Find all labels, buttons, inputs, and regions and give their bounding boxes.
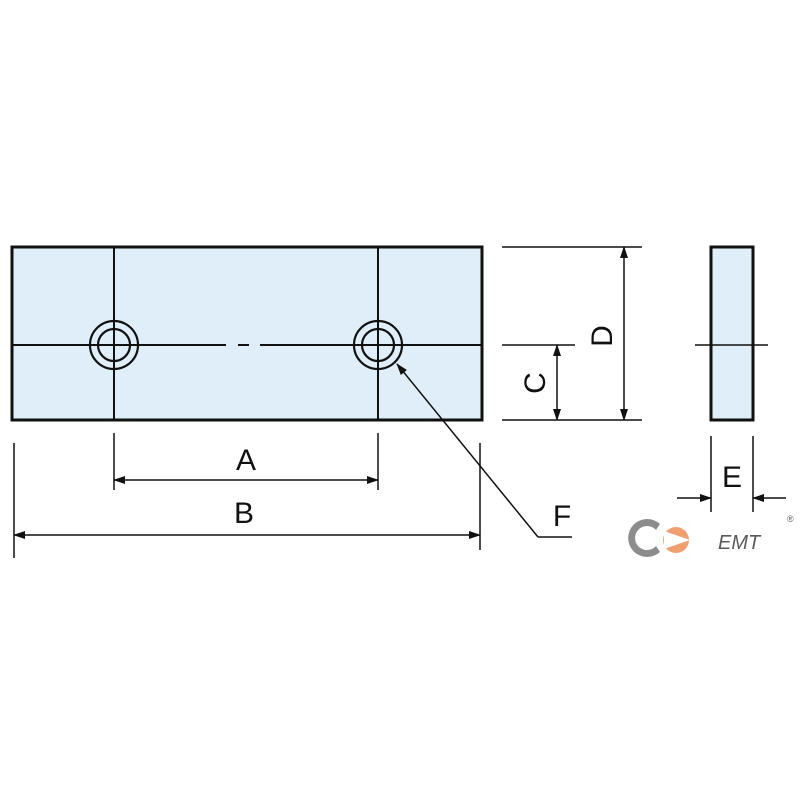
dimension-c-d: C D [502, 246, 642, 421]
leader-f: F [396, 363, 572, 538]
logo-registered-mark: ® [787, 514, 794, 524]
logo-text: EMT [718, 532, 762, 554]
block-side-outline [709, 245, 755, 422]
dimension-a: A [113, 433, 379, 490]
dimension-a-label: A [236, 444, 256, 477]
dimension-d-label: D [586, 325, 619, 347]
dimension-b-label: B [234, 497, 254, 530]
dimension-b: B [13, 443, 481, 558]
block-front-outline [10, 245, 484, 422]
front-view [10, 245, 484, 422]
emt-logo: EMT ® [628, 514, 794, 557]
side-view [695, 245, 768, 422]
hole-left [84, 315, 144, 375]
hole-right [348, 315, 408, 375]
dimension-e: E [677, 436, 786, 512]
dimension-c-label: C [519, 372, 552, 394]
logo-gray-swoosh [628, 519, 660, 557]
dimension-e-label: E [722, 461, 742, 494]
leader-f-label: F [553, 500, 571, 533]
